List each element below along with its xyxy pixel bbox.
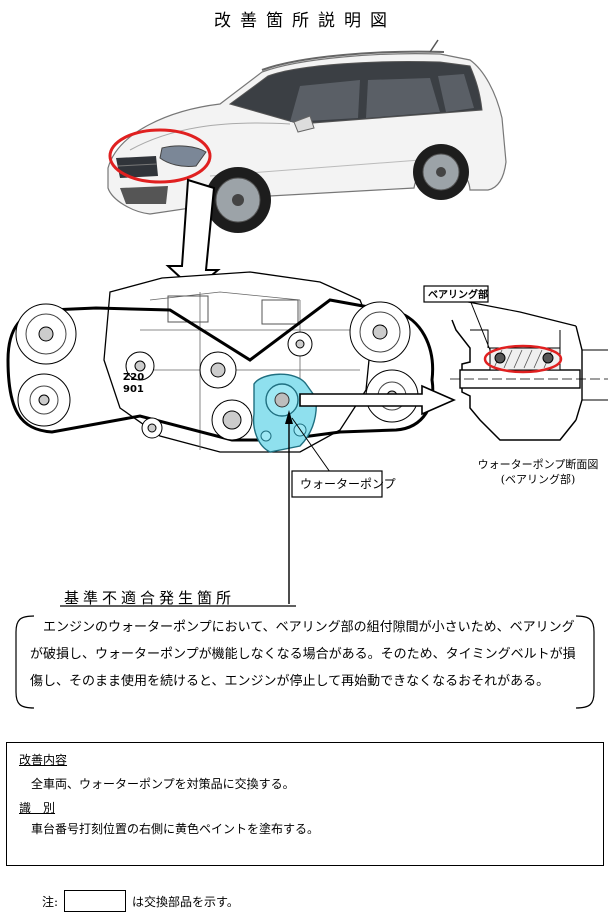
identification-heading: 識 別 — [19, 801, 56, 815]
engine-code-line1: Z20 — [123, 372, 144, 383]
section-caption-line1: ウォーターポンプ断面図 — [477, 458, 599, 471]
engine-drawing — [6, 271, 435, 453]
water-pump-section-view — [450, 299, 608, 441]
replaced-part-swatch — [64, 890, 127, 912]
legend-note: 注: は交換部品を示す。 — [42, 890, 239, 912]
defect-location-heading: 基準不適合発生箇所 — [64, 589, 236, 607]
bearing-tag-label: ベアリング部 — [428, 288, 488, 301]
pump-pointer-arrowhead — [285, 410, 293, 424]
pump-to-section-arrow — [299, 384, 456, 416]
section-caption-line2: (ベアリング部) — [500, 473, 576, 486]
remedy-box: 改善内容 全車両、ウォーターポンプを対策品に交換する。 識 別 車台番号打刻位置… — [6, 742, 604, 866]
section-view-caption: ウォーターポンプ断面図 (ベアリング部) — [458, 457, 610, 487]
headlight-highlight-circle — [108, 128, 212, 184]
car-illustration — [107, 39, 507, 233]
bearing-highlight-circle — [483, 344, 563, 374]
defect-left-bracket — [15, 615, 35, 709]
remedy-content-text: 全車両、ウォーターポンプを対策品に交換する。 — [31, 777, 295, 791]
pump-label-box — [291, 470, 383, 498]
pump-leader-line — [291, 417, 331, 473]
note-suffix: は交換部品を示す。 — [132, 894, 239, 909]
bearing-tag-box — [423, 285, 489, 303]
remedy-content-heading: 改善内容 — [19, 753, 68, 767]
defect-right-bracket — [575, 615, 595, 709]
water-pump-label: ウォーターポンプ — [300, 477, 396, 491]
note-prefix: 注: — [42, 894, 59, 909]
engine-code-line2: 901 — [123, 384, 144, 395]
defect-description: エンジンのウォーターポンプにおいて、ベアリング部の組付隙間が小さいため、ベアリン… — [30, 620, 576, 689]
identification-text: 車台番号打刻位置の右側に黄色ペイントを塗布する。 — [31, 822, 320, 836]
page-title: 改善箇所説明図 — [214, 11, 396, 31]
